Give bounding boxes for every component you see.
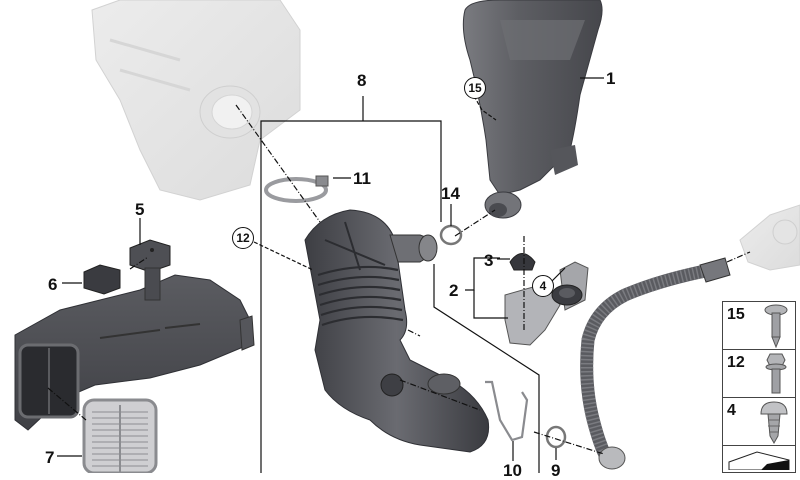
legend-item-15: 15 [723, 302, 795, 350]
callout-6: 6 [48, 275, 58, 294]
callout-4-circled: 4 [532, 275, 554, 297]
legend-item-catalog [723, 446, 795, 472]
part-9-o-ring [545, 425, 567, 449]
callout-8: 8 [357, 71, 367, 90]
legend-item-4: 4 [723, 398, 795, 446]
torx-pan-head-self-tapping-screw-icon [759, 400, 789, 449]
torx-hex-flange-bolt-icon [763, 352, 789, 401]
air-filter-housing-ghost [91, 0, 301, 201]
part-1-resonator [462, 0, 603, 219]
legend-label: 15 [727, 306, 745, 323]
callout-14: 14 [441, 184, 460, 203]
callout-1: 1 [606, 69, 616, 88]
callout-2: 2 [449, 281, 459, 300]
leader-lines [47, 77, 751, 473]
part-2-bracket-set [504, 253, 589, 346]
part-8-intake-boot [304, 209, 490, 453]
callout-3: 3 [484, 251, 494, 270]
throttle-body-ghost [739, 204, 800, 271]
air-intake-duct [14, 267, 255, 431]
callout-10: 10 [503, 461, 522, 480]
callout-12-circled: 12 [232, 227, 254, 249]
part-6-foam-pad [83, 264, 121, 295]
callout-15-circled: 15 [464, 77, 486, 99]
part-14-o-ring [439, 224, 463, 246]
part-5-mounting-block [129, 239, 171, 273]
legend-item-12: 12 [723, 350, 795, 398]
legend-label: 4 [727, 402, 736, 419]
catalog-sheet-icon [727, 448, 791, 475]
callout-7: 7 [45, 448, 55, 467]
part-11-hose-clamp [264, 175, 329, 203]
callout-11: 11 [353, 169, 371, 188]
callout-5: 5 [135, 200, 145, 219]
legend-label: 12 [727, 354, 745, 371]
fastener-legend: 15 12 4 [722, 301, 796, 473]
vent-hose [580, 257, 731, 470]
part-7-intake-grille [82, 398, 158, 475]
torx-flange-self-tapping-screw-icon [763, 304, 789, 353]
callout-9: 9 [551, 461, 561, 480]
part-10-wire-clip [485, 380, 529, 442]
